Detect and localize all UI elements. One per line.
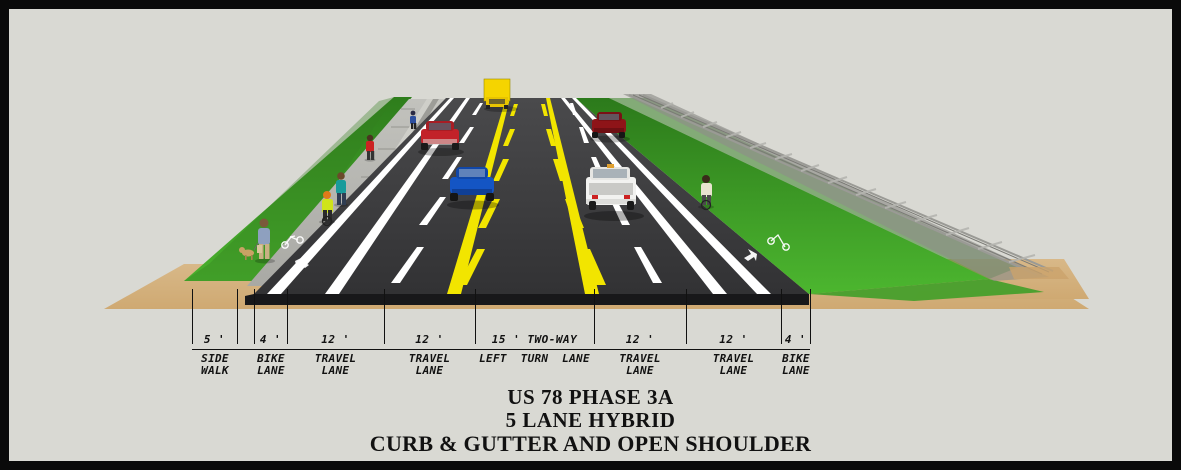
extension-line (594, 289, 595, 344)
dim-bike-lane-right-label-2: LANE (782, 364, 810, 377)
dim-sidewalk-left-width: 5 ' (203, 333, 226, 346)
person-cyclist-right-shoulder (698, 175, 714, 211)
dim-bike-lane-left-label-1: BIKE (257, 352, 285, 365)
dim-travel-lane-2-label-2: LANE (415, 364, 444, 377)
road-rendering (9, 9, 1172, 309)
dimension-strip: 5 ' SIDE WALK 4 ' BIKE LANE 12 ' TRAVEL … (9, 289, 1172, 461)
dim-travel-lane-4-width: 12 ' (719, 333, 748, 346)
extension-line (192, 289, 193, 344)
vehicle-red-car (590, 112, 630, 143)
dim-bike-lane-right-label-1: BIKE (782, 352, 810, 365)
perspective-scene (9, 9, 1172, 461)
dim-travel-lane-3-width: 12 ' (625, 333, 655, 346)
dim-travel-lane-4-label-1: TRAVEL (712, 352, 755, 365)
person-pedestrian-teal (334, 172, 348, 207)
dim-bike-lane-right-width: 4 ' (784, 333, 807, 346)
dim-center-turn-lane-label-1: LEFT TURN LANE (479, 352, 590, 365)
dim-sidewalk-left-label-2: WALK (201, 364, 229, 377)
dim-center-turn-lane-width: 15 ' TWO-WAY (491, 333, 578, 346)
dim-travel-lane-2-label-1: TRAVEL (408, 352, 451, 365)
dimension-line (192, 349, 810, 350)
extension-line (781, 289, 782, 344)
dim-travel-lane-3-label-2: LANE (626, 364, 654, 377)
extension-line (810, 289, 811, 344)
extension-line (237, 289, 238, 344)
dim-travel-lane-1-label-1: TRAVEL (314, 352, 357, 365)
extension-line (254, 289, 255, 344)
vehicle-red-suv (418, 121, 464, 156)
person-cyclist-safety-vest (319, 191, 335, 227)
extension-line (686, 289, 687, 344)
person-pedestrian-with-dog (239, 218, 275, 264)
dim-bike-lane-left-label-2: LANE (257, 364, 285, 377)
dim-travel-lane-2-width: 12 ' (415, 333, 444, 346)
extension-line (287, 289, 288, 344)
title-block: US 78 PHASE 3A 5 LANE HYBRID CURB & GUTT… (9, 385, 1172, 456)
extension-line (475, 289, 476, 344)
vehicle-white-pickup (584, 164, 644, 221)
title-line-3: CURB & GUTTER AND OPEN SHOULDER (369, 431, 812, 456)
dim-travel-lane-4-label-2: LANE (719, 364, 748, 377)
dim-travel-lane-3-label-1: TRAVEL (619, 352, 661, 365)
title-line-1: US 78 PHASE 3A (507, 385, 674, 409)
dim-sidewalk-left-label-1: SIDE (201, 352, 229, 365)
extension-line (384, 289, 385, 344)
dim-travel-lane-1-label-2: LANE (321, 364, 350, 377)
person-pedestrian-distant (410, 110, 417, 129)
title-line-2: 5 LANE HYBRID (505, 408, 676, 432)
vehicle-blue-sedan (447, 167, 499, 210)
person-pedestrian-red (364, 134, 376, 162)
dim-travel-lane-1-width: 12 ' (321, 333, 350, 346)
dim-bike-lane-left-width: 4 ' (259, 333, 282, 346)
vehicle-box-truck (483, 78, 518, 112)
